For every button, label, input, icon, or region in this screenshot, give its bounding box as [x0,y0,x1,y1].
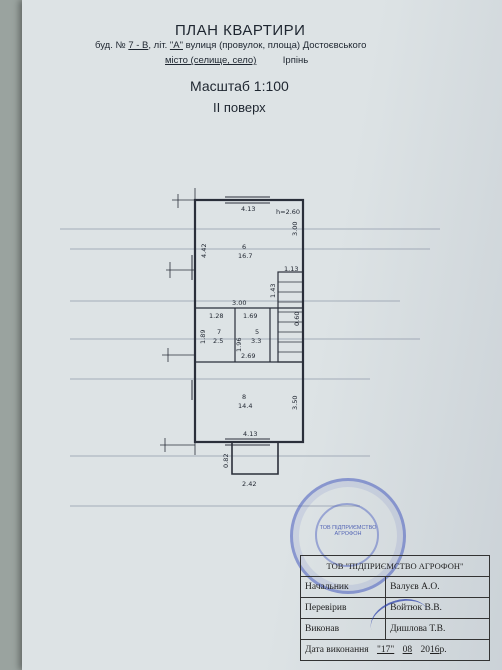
dim-corridor-width: 3.00 [232,299,246,307]
bleed-line [60,228,440,230]
balcony [231,442,279,475]
table-row: Начальник Валуєв А.О. [299,576,490,598]
dim-stair-right: 0.60 [293,312,301,326]
house-number: 7 - В [128,40,149,51]
date-cell: Дата виконання "17" 08 2016р. [300,639,490,661]
stamp-text: ТОВ ПІДПРИЄМСТВО АГРОФОН [319,525,377,537]
bleed-line [70,300,400,302]
street-name: Достоєвського [302,40,367,51]
company-name: ТОВ "ПІДПРИЄМСТВО АГРОФОН" [300,555,490,577]
dim-stair-width: 1.13 [284,265,298,273]
bleed-line [70,505,360,507]
dim-wc-height: 1.96 [235,338,243,352]
dim-balcony-width: 2.42 [242,480,256,488]
city-label: місто (селище, село) [165,55,257,66]
bleed-line [70,248,430,250]
dim-left-top: 4.42 [200,244,208,258]
stair-steps [278,281,303,353]
bleed-line [70,455,370,457]
dim-top-width: 4.13 [241,205,255,213]
addr-prefix: буд. № [95,40,126,51]
dim-wc-width: 1.69 [243,312,257,320]
dim-right-top: 3.00 [291,222,299,236]
dim-wc-bottom: 2.69 [241,352,255,360]
address-line: буд. № 7 - В, літ. "А" вулиця (провулок,… [95,40,366,51]
date-year-prefix: 20 [420,645,431,655]
room-no: 6 [242,243,246,251]
room-no: 5 [255,328,259,336]
dim-right-bottom: 3.50 [291,396,299,410]
room-area: 14.4 [238,402,252,410]
scale-label: Масштаб 1:100 [190,78,289,94]
table-row: Дата виконання "17" 08 2016р. [300,639,490,661]
room-area: 16.7 [238,252,252,260]
date-suffix: р. [439,645,447,655]
room-labels: 6 16.7 7 2.5 5 3.3 8 14.4 [213,243,261,410]
inner-walls [195,271,304,363]
street-label: вулиця (провулок, площа) [185,40,301,51]
title-block: ТОВ "ПІДПРИЄМСТВО АГРОФОН" Начальник Вал… [299,555,490,661]
lit-value: "А" [169,40,183,51]
wall-stubs [160,188,196,455]
dim-bath-width: 1.28 [209,312,223,320]
date-day: "17" [376,645,395,655]
dim-bottom-width: 4.13 [243,430,257,438]
dim-ceiling-height: h=2.60 [276,208,300,216]
document-title: ПЛАН КВАРТИРИ [175,22,306,39]
dim-stair-height: 1.43 [269,284,277,298]
dim-bath-height: 1.89 [199,330,207,344]
bleed-line [70,378,370,380]
dimension-labels: 4.13 h=2.60 4.42 3.00 1.13 1.43 3.00 1.2… [199,205,301,488]
date-label: Дата виконання [305,645,369,655]
role-cell: Начальник [299,576,387,598]
room-area: 3.3 [251,337,261,345]
city-name: Ірпінь [282,55,309,66]
floor-label: II поверх [213,100,266,115]
city-line: місто (селище, село) Ірпінь [165,55,308,66]
room-no: 8 [242,393,246,401]
room-no: 7 [217,328,221,336]
room-area: 2.5 [213,337,223,345]
date-month: 08 [402,645,413,655]
dim-balcony-height: 0.82 [222,454,230,468]
bleed-line [70,338,420,340]
name-cell: Валуєв А.О. [385,576,490,598]
windows [191,196,270,446]
date-year: 16 [430,645,440,655]
lit-label: , літ. [148,40,168,51]
